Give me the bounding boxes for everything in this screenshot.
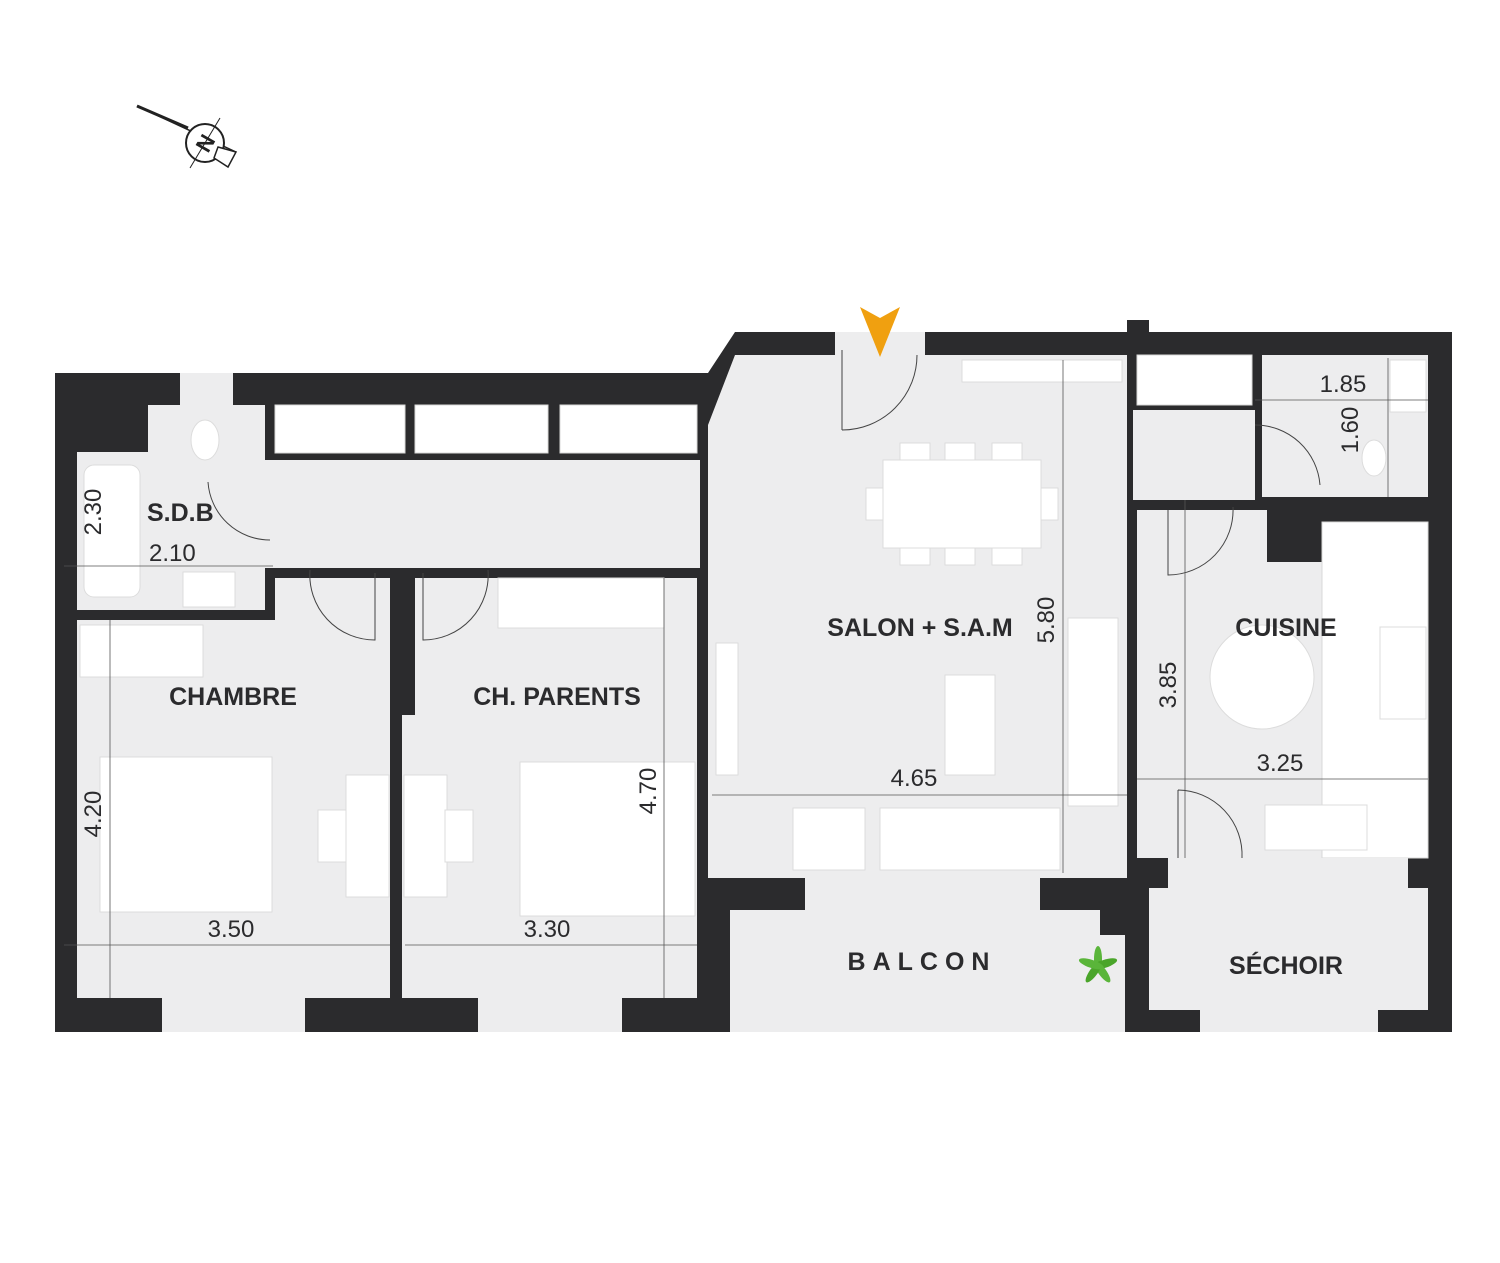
dining-table	[882, 459, 1042, 549]
washbasin	[182, 571, 236, 608]
toilet	[1361, 439, 1387, 477]
balcon-floor	[730, 910, 1125, 1032]
entrance-arrow-icon	[860, 307, 900, 357]
round-table	[1209, 624, 1315, 730]
corridor-floor	[265, 460, 700, 568]
dim-parents-depth: 4.70	[635, 768, 662, 815]
room-label-cuisine: CUISINE	[1235, 614, 1336, 642]
wardrobe	[79, 624, 204, 678]
dim-cuisine-width: 3.25	[1257, 750, 1304, 777]
sofa	[879, 807, 1061, 871]
salon-floor	[708, 332, 1127, 878]
dim-cuisine-depth: 3.85	[1155, 662, 1182, 709]
room-label-balcon: BALCON	[848, 948, 997, 976]
closet	[1136, 354, 1253, 406]
dim-chambre-width: 3.50	[208, 916, 255, 943]
room-label-chambre: CHAMBRE	[169, 683, 297, 711]
dim-salon-depth: 5.80	[1033, 597, 1060, 644]
dim-salon-width: 4.65	[891, 765, 938, 792]
room-label-sdb: S.D.B	[147, 499, 214, 527]
sechoir-floor	[1149, 888, 1428, 1010]
dim-wc-depth: 1.60	[1337, 407, 1364, 454]
bed	[99, 756, 273, 913]
desk	[345, 774, 390, 898]
plant-icon	[1078, 946, 1118, 983]
sideboard	[961, 359, 1123, 383]
room-label-sechoir: SÉCHOIR	[1229, 951, 1343, 980]
washbasin	[1389, 359, 1427, 413]
room-label-salon: SALON + S.A.M	[827, 614, 1012, 642]
dimension-lines	[64, 358, 1428, 998]
bed	[519, 761, 696, 917]
toilet	[190, 419, 220, 461]
dim-wc-width: 1.85	[1320, 371, 1367, 398]
tv-unit	[715, 642, 739, 776]
dim-chambre-depth: 4.20	[80, 791, 107, 838]
desk	[403, 774, 448, 898]
coffee-table	[944, 674, 996, 776]
sofa	[1067, 617, 1119, 807]
sink	[1264, 804, 1368, 851]
cooktop	[1379, 626, 1427, 720]
closet	[414, 404, 549, 454]
kitchen-entry-floor	[1133, 410, 1255, 500]
wardrobe	[497, 577, 665, 629]
armchair	[792, 807, 866, 871]
closet	[274, 404, 406, 454]
bathtub	[83, 464, 141, 598]
dim-sdb-depth: 2.30	[80, 489, 107, 536]
dim-parents-width: 3.30	[524, 916, 571, 943]
dim-sdb-width: 2.10	[149, 540, 196, 567]
doors	[207, 350, 1321, 859]
furniture	[79, 359, 1427, 917]
compass-icon: N	[136, 104, 238, 169]
room-label-parents: CH. PARENTS	[473, 683, 641, 711]
closet	[559, 404, 698, 454]
